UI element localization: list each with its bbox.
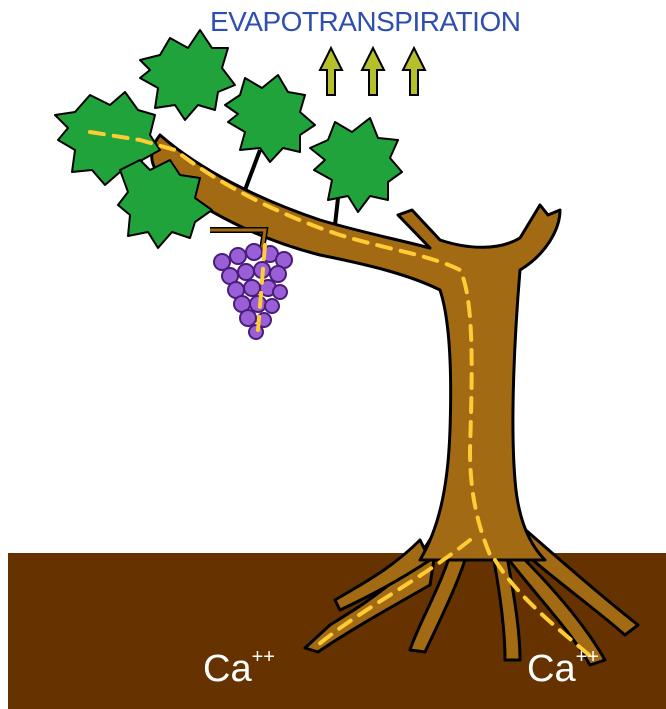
upward-arrow-icon xyxy=(403,48,425,95)
ion-charge: ++ xyxy=(576,646,599,668)
upward-arrow-icon xyxy=(362,48,384,95)
ion-charge: ++ xyxy=(252,646,275,668)
ion-symbol: Ca xyxy=(203,648,252,690)
calcium-ion-right: Ca++ xyxy=(527,648,599,691)
leaf-icon xyxy=(140,30,235,120)
calcium-ion-left: Ca++ xyxy=(203,648,275,691)
ion-symbol: Ca xyxy=(527,648,576,690)
leaf-icon xyxy=(310,118,402,212)
upward-arrow-icon xyxy=(320,48,342,95)
grape-cluster-icon xyxy=(214,244,292,339)
diagram-title: EVAPOTRANSPIRATION xyxy=(210,6,520,38)
leaf-icon xyxy=(225,75,315,162)
evaporation-arrows xyxy=(320,48,425,95)
